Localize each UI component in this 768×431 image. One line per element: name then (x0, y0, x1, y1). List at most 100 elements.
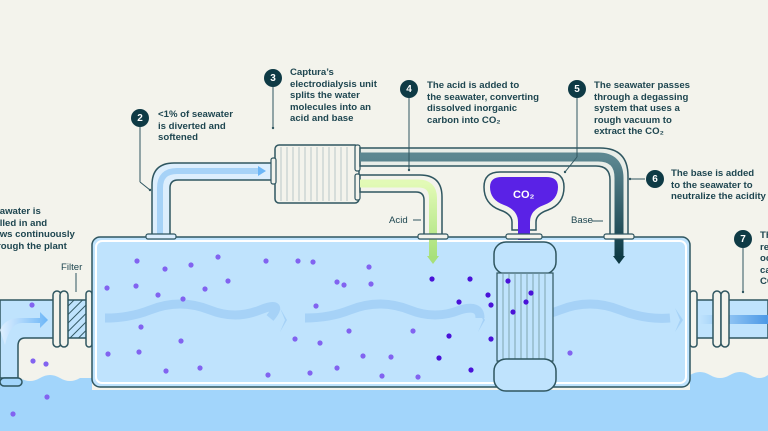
carbon-dot (44, 394, 50, 400)
step-6-line: The base is added (671, 168, 755, 179)
step-6-line: neutralize the acidity (671, 191, 766, 203)
step-3-line: Captura’s (290, 67, 334, 78)
ocean-body (0, 390, 768, 431)
step-3-badge: 3 (264, 69, 282, 87)
acid-label: Acid (389, 215, 408, 226)
carbon-dot (104, 285, 110, 291)
carbon-dot (263, 258, 269, 264)
carbon-dot (317, 340, 323, 346)
carbon-dot (485, 292, 491, 298)
carbon-dot (488, 302, 494, 308)
step-3-line: molecules into an (290, 101, 372, 113)
carbon-dot (510, 309, 516, 315)
carbon-dot (488, 336, 494, 342)
carbon-dot (134, 258, 140, 264)
carbon-dot (197, 365, 203, 371)
base-label: Base (571, 215, 593, 226)
step-7-line: ca (760, 264, 768, 276)
carbon-dot (295, 258, 301, 264)
step-2-text: <1% of seawater is diverted and softened (158, 109, 233, 144)
step-7-line: re (760, 241, 768, 253)
carbon-dot (468, 367, 474, 373)
step-1-line: through the plant (0, 240, 67, 252)
carbon-dot (178, 338, 184, 344)
step-5-text: The seawater passes through a degassing … (594, 80, 690, 138)
step-2-line: softened (158, 132, 198, 144)
carbon-dot (133, 283, 139, 289)
step-2-line: is diverted and (158, 120, 226, 132)
carbon-dot (163, 368, 169, 374)
carbon-dots (10, 254, 573, 417)
carbon-dot (180, 296, 186, 302)
step-4-line: dissolved inorganic (427, 103, 518, 115)
carbon-dot (388, 354, 394, 360)
carbon-dot (429, 276, 435, 282)
carbon-dot (360, 353, 366, 359)
carbon-dot (505, 278, 511, 284)
step-1-line: flows continuously (0, 229, 75, 241)
step-4-line: the seawater, converting (427, 91, 539, 103)
carbon-dot (307, 370, 313, 376)
carbon-dot (341, 282, 347, 288)
carbon-dot (310, 259, 316, 265)
carbon-dot (188, 262, 194, 268)
step-4-badge: 4 (400, 80, 418, 98)
step-6-badge: 6 (646, 170, 664, 188)
co2-label: CO₂ (513, 189, 535, 201)
carbon-dot (265, 372, 271, 378)
ocean-right (690, 372, 768, 431)
step-4-line: carbon into CO₂ (427, 114, 501, 126)
carbon-dot (105, 351, 111, 357)
step-7-line: CO (760, 276, 768, 288)
step-7-text: The re oc ca CO (760, 230, 768, 288)
step-5-line: system that uses a (594, 103, 680, 115)
filter (68, 300, 86, 338)
degassing-column (493, 241, 557, 275)
step-1-line: Seawater is (0, 206, 41, 217)
step-5-line: through a degassing (594, 91, 689, 103)
carbon-dot (436, 355, 442, 361)
carbon-dot (202, 286, 208, 292)
carbon-dot (366, 264, 372, 270)
carbon-dot (136, 349, 142, 355)
carbon-dot (29, 302, 35, 308)
carbon-dot (313, 303, 319, 309)
step-5-line: extract the CO₂ (594, 126, 664, 138)
step-2-badge: 2 (131, 109, 149, 127)
step-7-line: The (760, 230, 768, 241)
step-4-text: The acid is added to the seawater, conve… (427, 80, 539, 126)
carbon-dot (368, 281, 374, 287)
carbon-dot (379, 373, 385, 379)
carbon-dot (467, 276, 473, 282)
carbon-dot (225, 278, 231, 284)
step-3-line: splits the water (290, 90, 360, 102)
step-3-line: acid and base (290, 113, 354, 125)
step-5-line: rough vacuum to (594, 114, 672, 126)
step-4-line: The acid is added to (427, 80, 520, 91)
carbon-dot (446, 333, 452, 339)
step-2-line: <1% of seawater (158, 109, 233, 120)
step-7-badge: 7 (734, 230, 752, 248)
carbon-dot (138, 324, 144, 330)
carbon-dot (334, 365, 340, 371)
step-1-text: Seawater is pulled in and flows continuo… (0, 206, 75, 252)
step-6-text: The base is added to the seawater to neu… (671, 168, 766, 203)
step-3-text: Captura’s electrodialysis unit splits th… (290, 67, 377, 125)
step-5-line: The seawater passes (594, 80, 690, 91)
step-3-line: electrodialysis unit (290, 78, 377, 90)
carbon-dot (155, 292, 161, 298)
carbon-dot (215, 254, 221, 260)
carbon-dot (523, 299, 529, 305)
carbon-dot (334, 279, 340, 285)
step-6-line: to the seawater to (671, 179, 753, 191)
carbon-dot (10, 411, 16, 417)
carbon-dot (410, 328, 416, 334)
carbon-dot (415, 374, 421, 380)
carbon-dot (528, 290, 534, 296)
carbon-dot (292, 336, 298, 342)
carbon-dot (162, 266, 168, 272)
carbon-dot (456, 299, 462, 305)
main-tank (91, 236, 691, 388)
